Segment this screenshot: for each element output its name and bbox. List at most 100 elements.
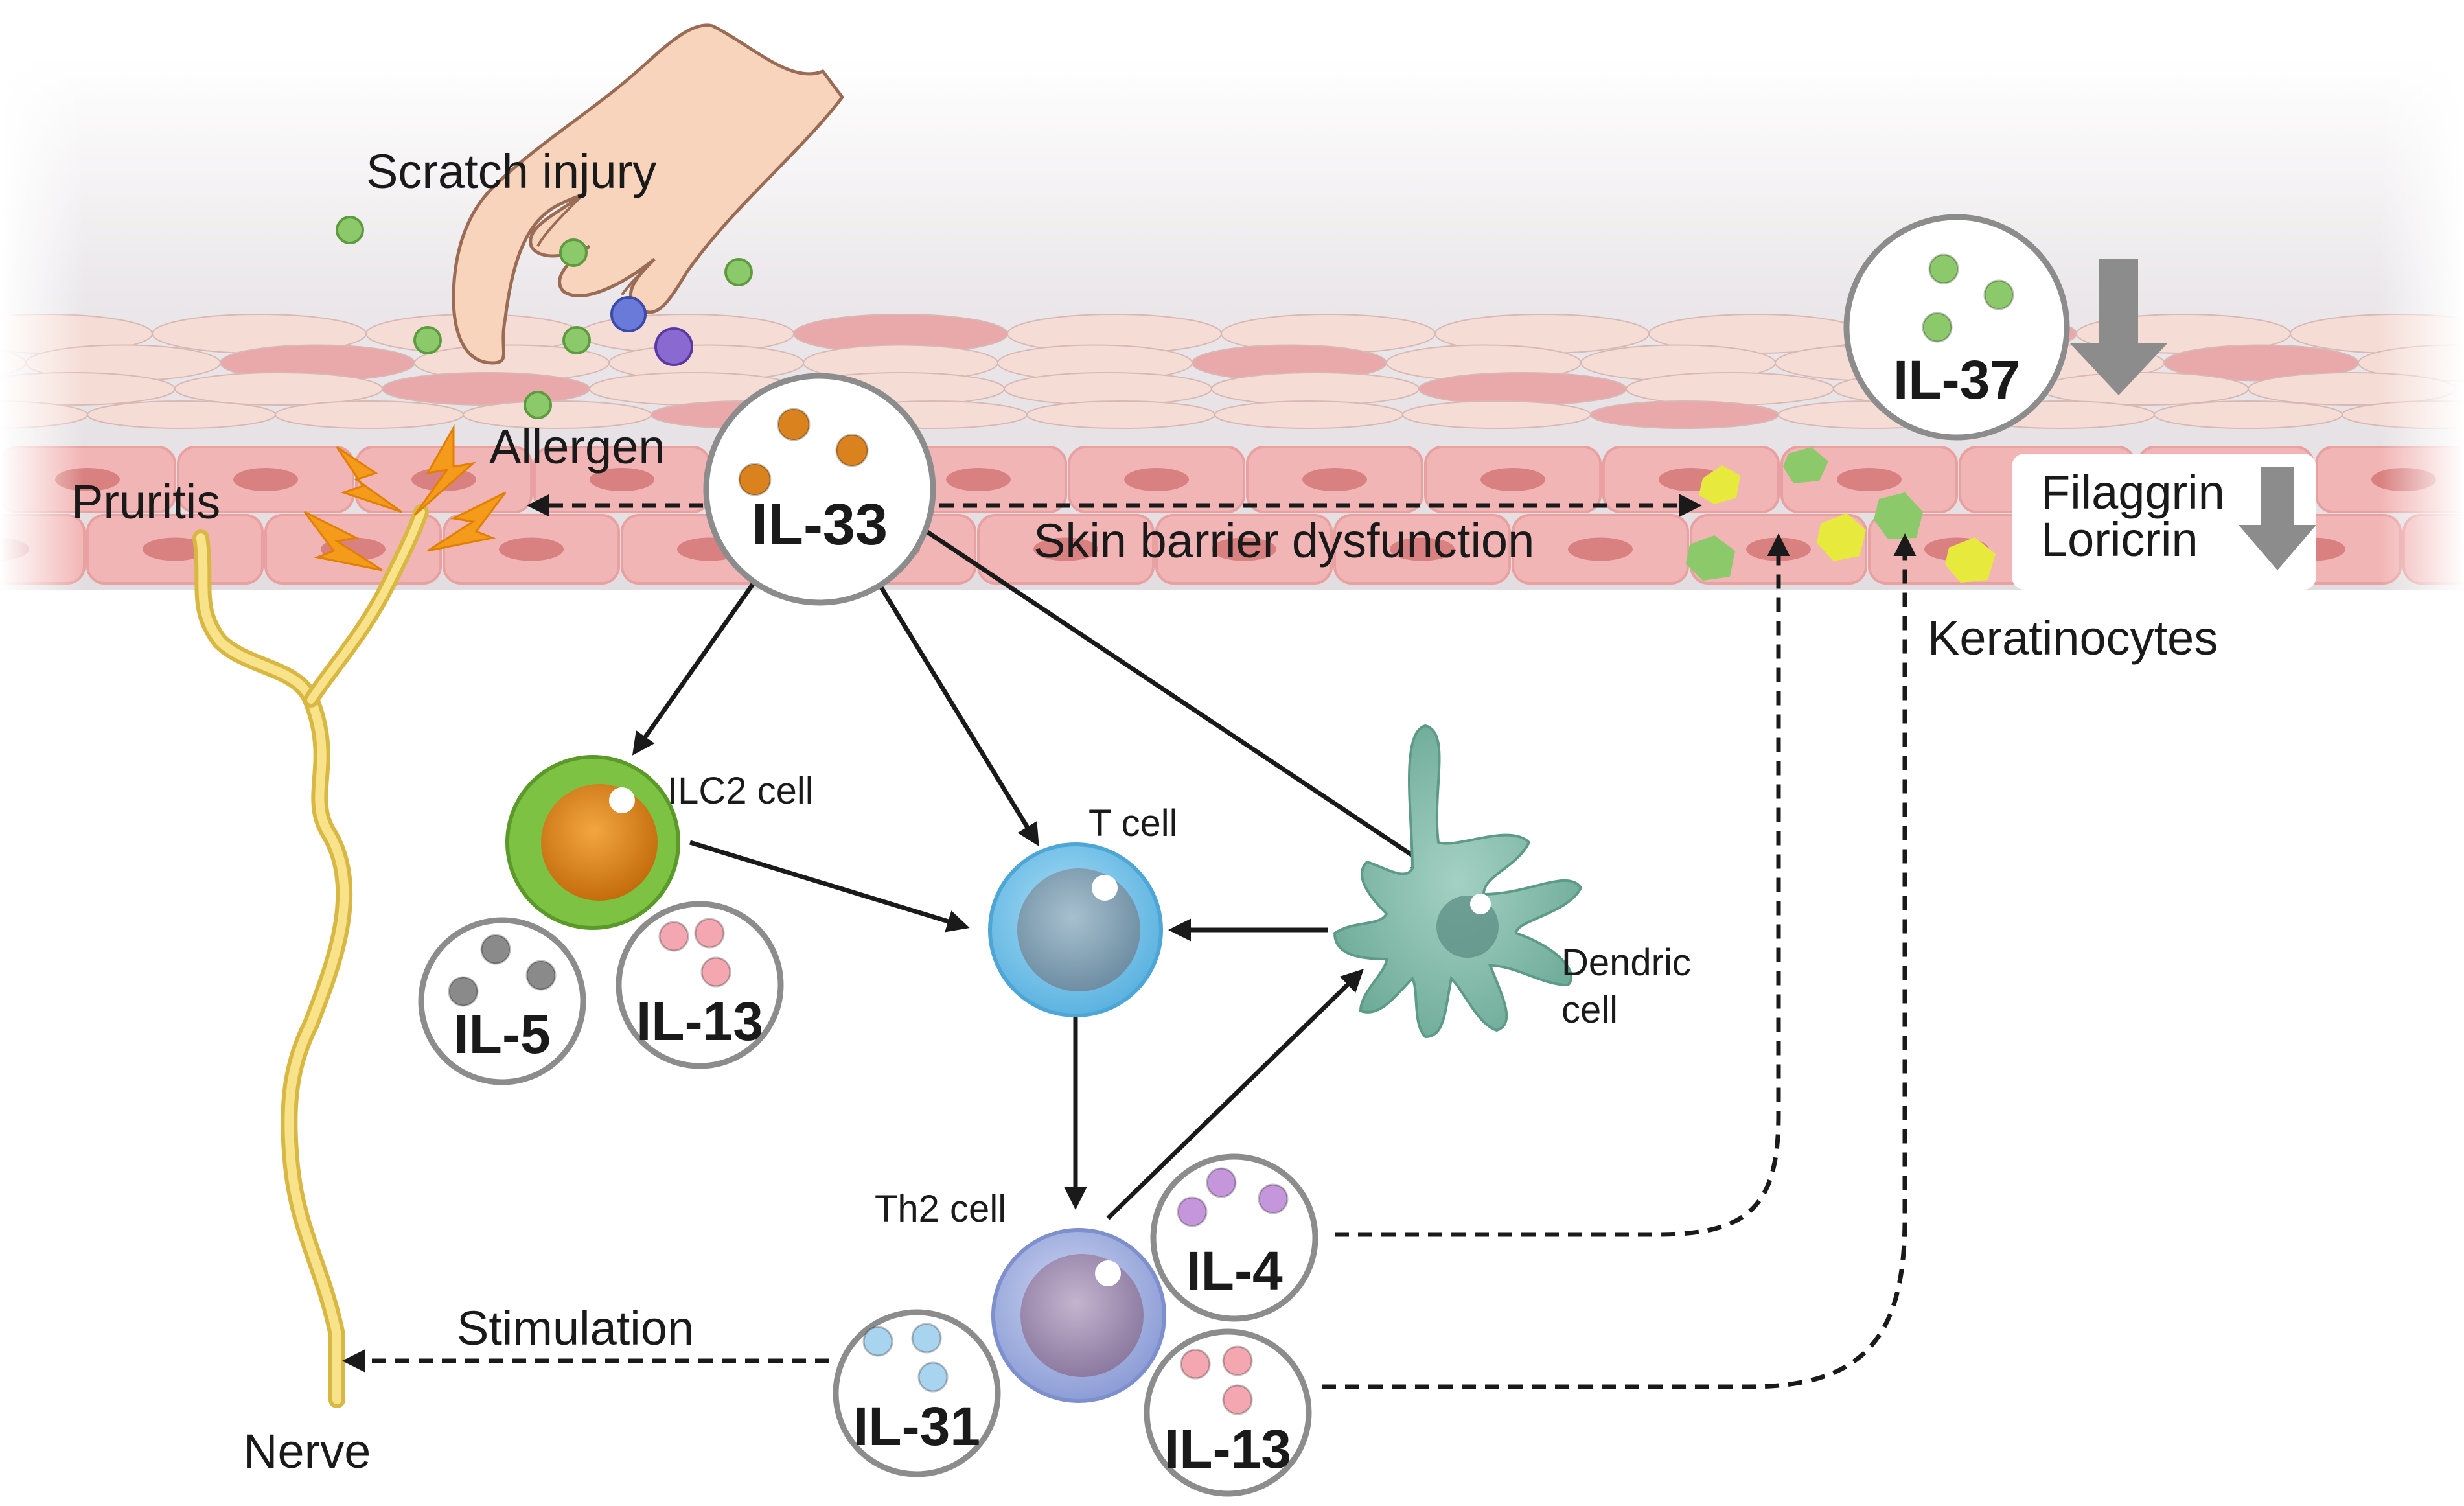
- flat-cell: [87, 400, 276, 429]
- cytokine-dot: [1258, 1183, 1289, 1214]
- cytokine-dot: [1922, 312, 1953, 343]
- keratinocyte-nucleus: [1837, 468, 1902, 491]
- flat-cell: [2040, 372, 2249, 406]
- arrow-th2-to-dendric: [1106, 969, 1364, 1220]
- cytokine-dot: [1222, 1345, 1253, 1376]
- cytokine-dot: [525, 960, 557, 991]
- keratinocyte-nucleus: [1212, 537, 1276, 561]
- cytokine-dot: [694, 918, 725, 949]
- il31-circle: IL-31: [833, 1309, 1001, 1477]
- arrow-il33-to-dendric: [925, 529, 1436, 871]
- cytokine-dot: [777, 408, 811, 441]
- cytokine-dot: [700, 956, 731, 988]
- labels: Scratch injury Allergen Pruritis Skin ba…: [71, 145, 2225, 1478]
- ilc2-cell: [505, 755, 680, 930]
- label-filaggrin: Filaggrin: [2041, 465, 2225, 519]
- il5-circle: IL-5: [418, 917, 586, 1085]
- cytokine-label: IL-13: [1164, 1419, 1291, 1479]
- keratinocyte-nucleus: [946, 468, 1011, 491]
- cytokine-dot: [1206, 1167, 1237, 1198]
- flat-cell: [1590, 400, 1779, 429]
- flat-cell: [1214, 400, 1403, 429]
- label-allergen: Allergen: [489, 420, 665, 474]
- down-arrow-icon: [2239, 467, 2316, 570]
- label-th2-cell: Th2 cell: [875, 1188, 1006, 1230]
- cytokine-dot: [480, 934, 511, 965]
- flat-cell: [1211, 372, 1420, 406]
- allergen-icon: [610, 296, 693, 366]
- label-keratinocytes: Keratinocytes: [1928, 611, 2218, 665]
- released-particles: [336, 216, 753, 419]
- dendritic-cell: [1333, 724, 1583, 1039]
- flat-cell: [1004, 372, 1212, 406]
- keratinocyte-nucleus: [1568, 537, 1633, 561]
- label-dendric: Dendric: [1561, 942, 1691, 984]
- hand-icon: [452, 23, 845, 365]
- cytokine-dot: [448, 976, 479, 1007]
- label-pruritis: Pruritis: [71, 475, 220, 529]
- cytokine-dot: [1983, 279, 2014, 310]
- arrow-ilc2-to-tcell: [689, 840, 970, 933]
- particle: [562, 326, 591, 354]
- stratum-corneum-cells: [0, 314, 2464, 429]
- cytokine-dot: [658, 921, 689, 952]
- cytokine-label: IL-5: [454, 1004, 550, 1065]
- label-dendric-cell: cell: [1561, 989, 1618, 1031]
- particle: [524, 391, 552, 419]
- label-scratch-injury: Scratch injury: [366, 145, 656, 198]
- cytokine-dot: [911, 1323, 942, 1354]
- keratinocyte-nucleus: [590, 468, 654, 491]
- particle: [336, 216, 364, 244]
- cytokine-label: IL-13: [636, 991, 763, 1052]
- keratinocyte-nucleus: [143, 537, 207, 561]
- keratinocyte-nucleus: [1033, 537, 1098, 561]
- keratinocyte-nucleus: [499, 537, 564, 561]
- cytokine-dot: [835, 434, 869, 467]
- cytokine-dot: [862, 1326, 893, 1357]
- flat-cell: [1418, 372, 1627, 406]
- left-fade: [0, 52, 84, 609]
- keratinocyte-nucleus: [233, 468, 298, 491]
- keratinocyte-nucleus: [1390, 537, 1455, 561]
- cytokine-label: IL-4: [1186, 1240, 1283, 1301]
- il13-ilc2-circle: IL-13: [616, 901, 784, 1069]
- il37-circle: IL-37: [1843, 214, 2070, 441]
- flat-cell: [382, 372, 590, 406]
- il13-th2-circle: IL-13: [1144, 1328, 1312, 1497]
- flat-cell: [174, 372, 383, 406]
- label-stimulation: Stimulation: [457, 1301, 694, 1355]
- t-cell: [988, 842, 1163, 1017]
- damaged-keratinocyte-particles: [1686, 447, 1996, 583]
- label-nerve: Nerve: [243, 1424, 371, 1478]
- keratinocyte-nucleus: [1302, 468, 1367, 491]
- cytokine-dot: [917, 1361, 949, 1393]
- keratinocyte-nucleus: [1124, 468, 1189, 491]
- flat-cell: [1402, 400, 1591, 429]
- il4-circle: IL-4: [1150, 1153, 1318, 1322]
- th2-cell: [991, 1228, 1166, 1403]
- arrow-il33-to-tcell: [873, 575, 1039, 846]
- flat-cell: [275, 400, 464, 429]
- cytokine-dot: [1222, 1384, 1253, 1415]
- particle: [413, 326, 442, 354]
- keratinocyte-nucleus: [1480, 468, 1545, 491]
- filaggrin-box: [2012, 454, 2316, 590]
- arrow-il13-to-keratinocytes: [1322, 533, 1917, 1389]
- flat-cell: [1626, 372, 1834, 406]
- cytokine-label: IL-37: [1893, 349, 2020, 410]
- arrow-il4-to-keratinocytes: [1335, 533, 1790, 1237]
- cytokine-label: IL-31: [853, 1396, 980, 1457]
- il33-circle: IL-33: [703, 373, 936, 606]
- arrow-il33-to-ilc2: [632, 575, 760, 756]
- label-loricrin: Loricrin: [2041, 513, 2198, 566]
- label-ilc2-cell: ILC2 cell: [667, 770, 814, 812]
- particle: [559, 238, 588, 267]
- down-arrow-icon: [2070, 259, 2167, 395]
- right-fade: [2380, 52, 2464, 609]
- label-skin-barrier-dysfunction: Skin barrier dysfunction: [1033, 514, 1534, 568]
- cytokine-dot: [1177, 1196, 1208, 1227]
- particle: [724, 258, 753, 286]
- flat-cell: [2154, 400, 2343, 429]
